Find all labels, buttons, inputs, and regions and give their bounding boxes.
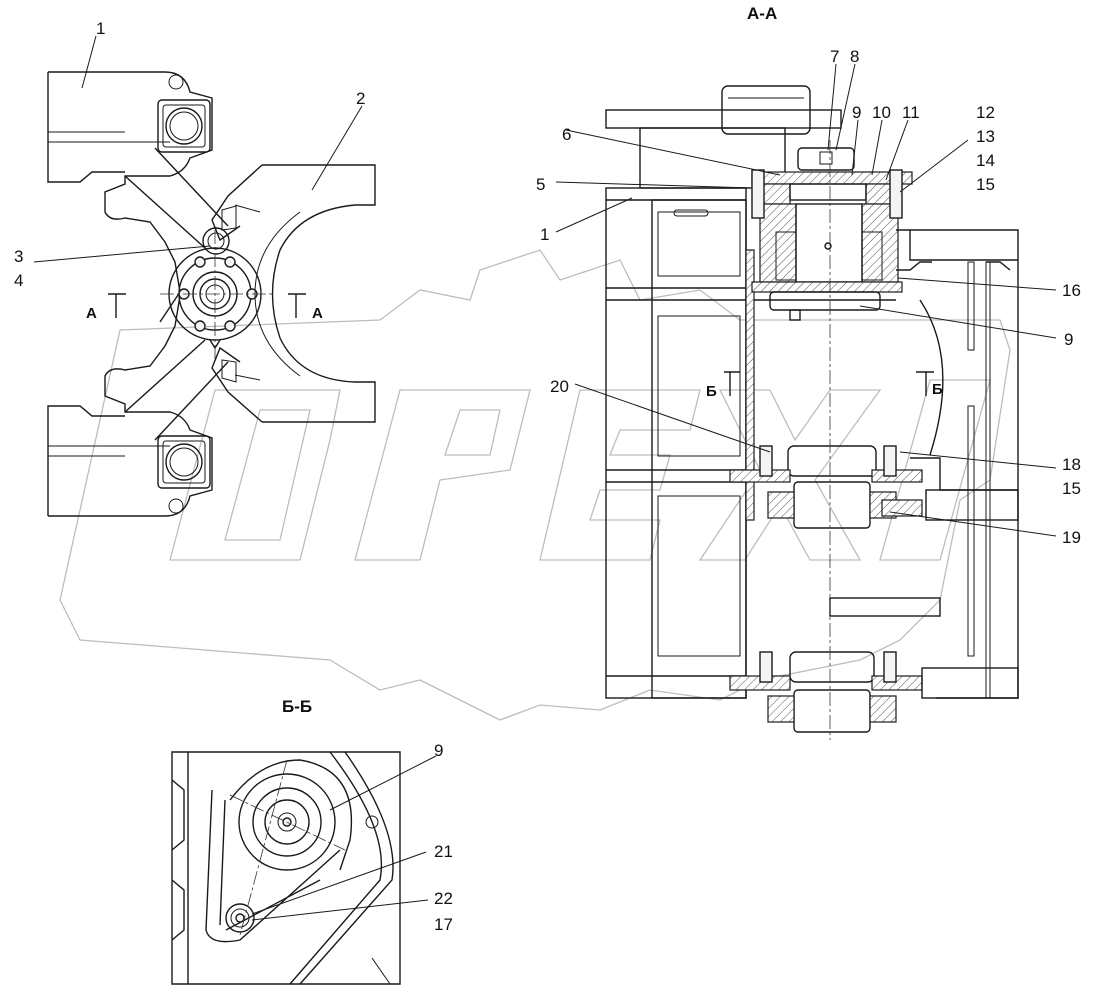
callout-18: 18 — [1062, 455, 1081, 474]
callout-9-top: 9 — [852, 103, 861, 122]
callout-15-top: 15 — [976, 175, 995, 194]
callout-1-section: 1 — [540, 225, 549, 244]
callout-19: 19 — [1062, 528, 1081, 547]
callout-22: 22 — [434, 889, 453, 908]
section-mark-b-right: Б — [932, 381, 943, 398]
callout-15-mid: 15 — [1062, 479, 1081, 498]
callout-8: 8 — [850, 47, 859, 66]
callout-11: 11 — [902, 103, 920, 122]
section-mark-a-right: А — [312, 305, 323, 322]
callout-5: 5 — [536, 175, 545, 194]
callout-13: 13 — [976, 127, 995, 146]
callout-16: 16 — [1062, 281, 1081, 300]
plan-view-leaders — [33, 35, 363, 263]
callout-21: 21 — [434, 842, 453, 861]
section-mark-a-left: А — [86, 305, 97, 322]
section-aa-title: А-А — [747, 4, 777, 23]
callout-6: 6 — [562, 125, 571, 144]
section-bb-title: Б-Б — [282, 697, 312, 716]
callout-1-plan: 1 — [96, 19, 105, 38]
section-bb-view — [171, 751, 401, 985]
callout-3-plan: 3 — [14, 247, 23, 266]
section-aa-leaders — [555, 63, 1057, 537]
plan-view — [47, 71, 376, 517]
watermark-gear — [59, 249, 1011, 721]
section-aa-view — [605, 85, 1019, 740]
callout-7: 7 — [830, 47, 839, 66]
callout-2-plan: 2 — [356, 89, 365, 108]
callout-14: 14 — [976, 151, 995, 170]
callout-17: 17 — [434, 915, 453, 934]
callout-9-bb: 9 — [434, 741, 443, 760]
callout-20: 20 — [550, 377, 569, 396]
callout-9-mid: 9 — [1064, 330, 1073, 349]
callout-10: 10 — [872, 103, 891, 122]
callout-12: 12 — [976, 103, 995, 122]
section-mark-b-left: Б — [706, 383, 717, 400]
section-bb-leaders — [251, 755, 437, 921]
callout-4-plan: 4 — [14, 271, 23, 290]
